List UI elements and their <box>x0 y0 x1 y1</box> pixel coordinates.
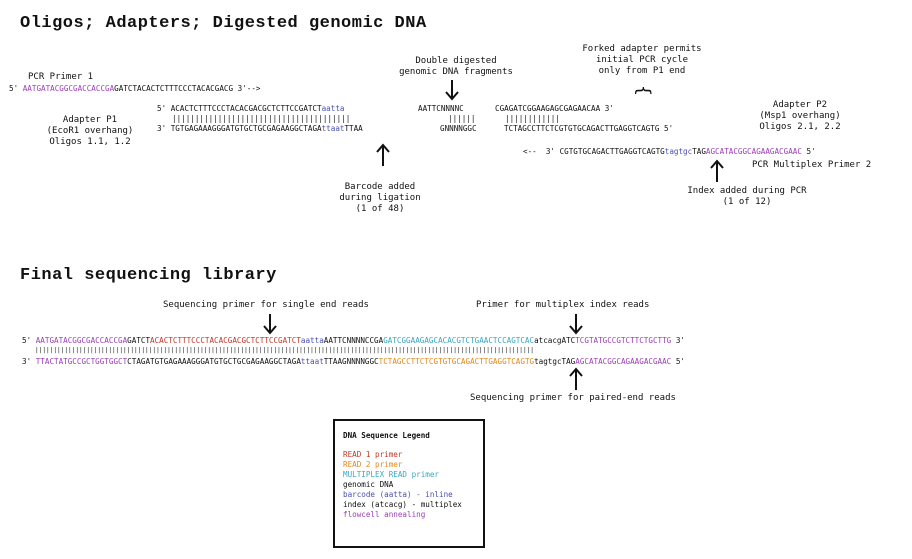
legend-title: DNA Sequence Legend <box>343 431 430 440</box>
barcode-arrow-head <box>376 143 390 153</box>
index-added-label: Index added during PCR (1 of 12) <box>687 186 807 207</box>
lib-top-read1: ACACTCTTTCCCTACACGACGCTCTTCCGATCT <box>150 336 301 345</box>
p1-top-prefix: 5' <box>157 104 167 113</box>
lib-top-prefix: 5' <box>22 336 32 345</box>
multiplex-index-primer-label: Primer for multiplex index reads <box>476 300 650 310</box>
legend-item: barcode (aatta) - inline <box>343 490 453 499</box>
lib-bot-read2: TCTAGCCTTCTCGTGTGCAGACTTGAGGTCAGTG <box>378 357 535 366</box>
p1-bottom-strand: 3' TGTGAGAAAGGGATGTGCTGCGAGAAGGCTAGAttaa… <box>157 124 363 133</box>
lib-top-purple: AATGATACGGCGACCACCGA <box>35 336 128 345</box>
title-bottom: Final sequencing library <box>20 266 277 285</box>
legend-item: flowcell annealing <box>343 510 426 519</box>
p2-pairing-bars: |||||||||||| <box>505 114 560 123</box>
p1-top-strand: 5' ACACTCTTTCCCTACACGACGCTCTTCCGATCTaatt… <box>157 104 344 113</box>
fragment-pairing-bars: |||||| <box>448 114 476 123</box>
library-top-strand: 5' AATGATACGGCGACCACCGAGATCTACACTCTTTCCC… <box>22 336 685 345</box>
library-bottom-strand: 3' TTACTATGCCGCTGGTGGCTCTAGATGTGAGAAAGGG… <box>22 357 685 366</box>
forked-adapter-label: Forked adapter permits initial PCR cycle… <box>582 44 702 76</box>
lib-top-suffix: 3' <box>675 336 685 345</box>
lib-bot-purple2: AGCATACGGCAGAAGACGAAC <box>575 357 672 366</box>
p2-top-strand: CGAGATCGGAAGAGCGAGAACAA 3' <box>495 104 614 113</box>
pcr-primer1-purple: AATGATACGGCGACCACCGA <box>22 84 115 93</box>
p1-top-barcode: aatta <box>321 104 345 113</box>
p1-top-black: ACACTCTTTCCCTACACGACGCTCTTCCGATCT <box>170 104 322 113</box>
single-read-arrow-head <box>263 325 277 335</box>
p1-bot-tail: TTAA <box>344 124 363 133</box>
seq-primer-single-label: Sequencing primer for single end reads <box>163 300 369 310</box>
library-pairing-bars: ||||||||||||||||||||||||||||||||||||||||… <box>35 347 534 354</box>
lib-bot-suffix: 5' <box>675 357 685 366</box>
p1-pairing-bars: ||||||||||||||||||||||||||||||||||||||| <box>172 114 351 123</box>
pcr-mp2-suffix: 5' <box>806 147 816 156</box>
legend-item: genomic DNA <box>343 480 394 489</box>
pcr-mp2-index: tagtgc <box>664 147 693 156</box>
p2-bottom-strand: TCTAGCCTTCTCGTGTGCAGACTTGAGGTCAGTG 5' <box>504 124 674 133</box>
lib-top-multiplex: GATCGGAAGAGCACACGTCTGAACTCCAGTCAC <box>383 336 535 345</box>
fragment-bottom: GNNNNGGC <box>440 124 477 133</box>
p1-bot-black: TGTGAGAAAGGGATGTGCTGCGAGAAGGCTAGA <box>170 124 322 133</box>
lib-top-purple2: TCGTATGCCGTCTTCTGCTTG <box>575 336 672 345</box>
pcr-primer1-seq: 5' AATGATACGGCGACCACCGAGATCTACACTCTTTCCC… <box>9 84 260 93</box>
seq-primer-paired-label: Sequencing primer for paired-end reads <box>470 393 676 403</box>
adapter-p2-label: Adapter P2 (Msp1 overhang) Oligos 2.1, 2… <box>759 100 841 132</box>
lib-top-black3: ATC <box>561 336 576 345</box>
barcode-added-label: Barcode added during ligation (1 of 48) <box>339 182 421 214</box>
pcr-mp2-arrow: <-- 3' <box>523 147 556 156</box>
pcr-mp2-black2: TAG <box>692 147 706 156</box>
p1-bot-prefix: 3' <box>157 124 167 133</box>
lib-top-black1: GATCT <box>127 336 151 345</box>
lib-bot-index: tagtgc <box>534 357 562 366</box>
p1-bot-barcode: ttaat <box>321 124 345 133</box>
lib-bot-barcode: ttaat <box>300 357 324 366</box>
pcr-mp2-purple: AGCATACGGCAGAAGACGAAC <box>705 147 802 156</box>
lib-bot-prefix: 3' <box>22 357 32 366</box>
digest-arrow-head <box>445 91 459 101</box>
legend-item: READ 1 primer <box>343 450 403 459</box>
lib-bot-black3: TAG <box>561 357 576 366</box>
lib-top-index: atcacg <box>534 336 562 345</box>
lib-top-barcode: aatta <box>300 336 324 345</box>
pcr-primer1-prefix: 5' <box>9 84 19 93</box>
fragment-top: AATTCNNNNC <box>418 104 464 113</box>
legend-item: index (atcacg) - multiplex <box>343 500 462 509</box>
legend-item: READ 2 primer <box>343 460 403 469</box>
lib-bot-black1: CTAGATGTGAGAAAGGGATGTGCTGCGAGAAGGCTAGA <box>127 357 301 366</box>
legend-item: MULTIPLEX READ primer <box>343 470 440 479</box>
lib-top-black2: AATTCNNNNCCGA <box>323 336 384 345</box>
double-digest-label: Double digested genomic DNA fragments <box>399 56 513 77</box>
paired-read-arrow-head <box>569 367 583 377</box>
pcr-multiplex-primer2-seq: <-- 3' CGTGTGCAGACTTGAGGTCAGTGtagtgcTAGA… <box>523 147 816 156</box>
adapter-p1-label: Adapter P1 (EcoR1 overhang) Oligos 1.1, … <box>46 115 134 147</box>
lib-bot-black2: TTAAGNNNNGGC <box>323 357 379 366</box>
title-top: Oligos; Adapters; Digested genomic DNA <box>20 14 427 33</box>
index-arrow-head <box>710 159 724 169</box>
pcr-primer1-label: PCR Primer 1 <box>28 72 94 82</box>
pcr-multiplex-primer2-label: PCR Multiplex Primer 2 <box>752 160 872 170</box>
pcr-mp2-black1: CGTGTGCAGACTTGAGGTCAGTG <box>559 147 665 156</box>
pcr-primer1-black: GATCTACACTCTTTCCCTACACGACG 3'--> <box>114 84 261 93</box>
lib-bot-purple: TTACTATGCCGCTGGTGGCT <box>35 357 128 366</box>
multiplex-arrow-head <box>569 325 583 335</box>
